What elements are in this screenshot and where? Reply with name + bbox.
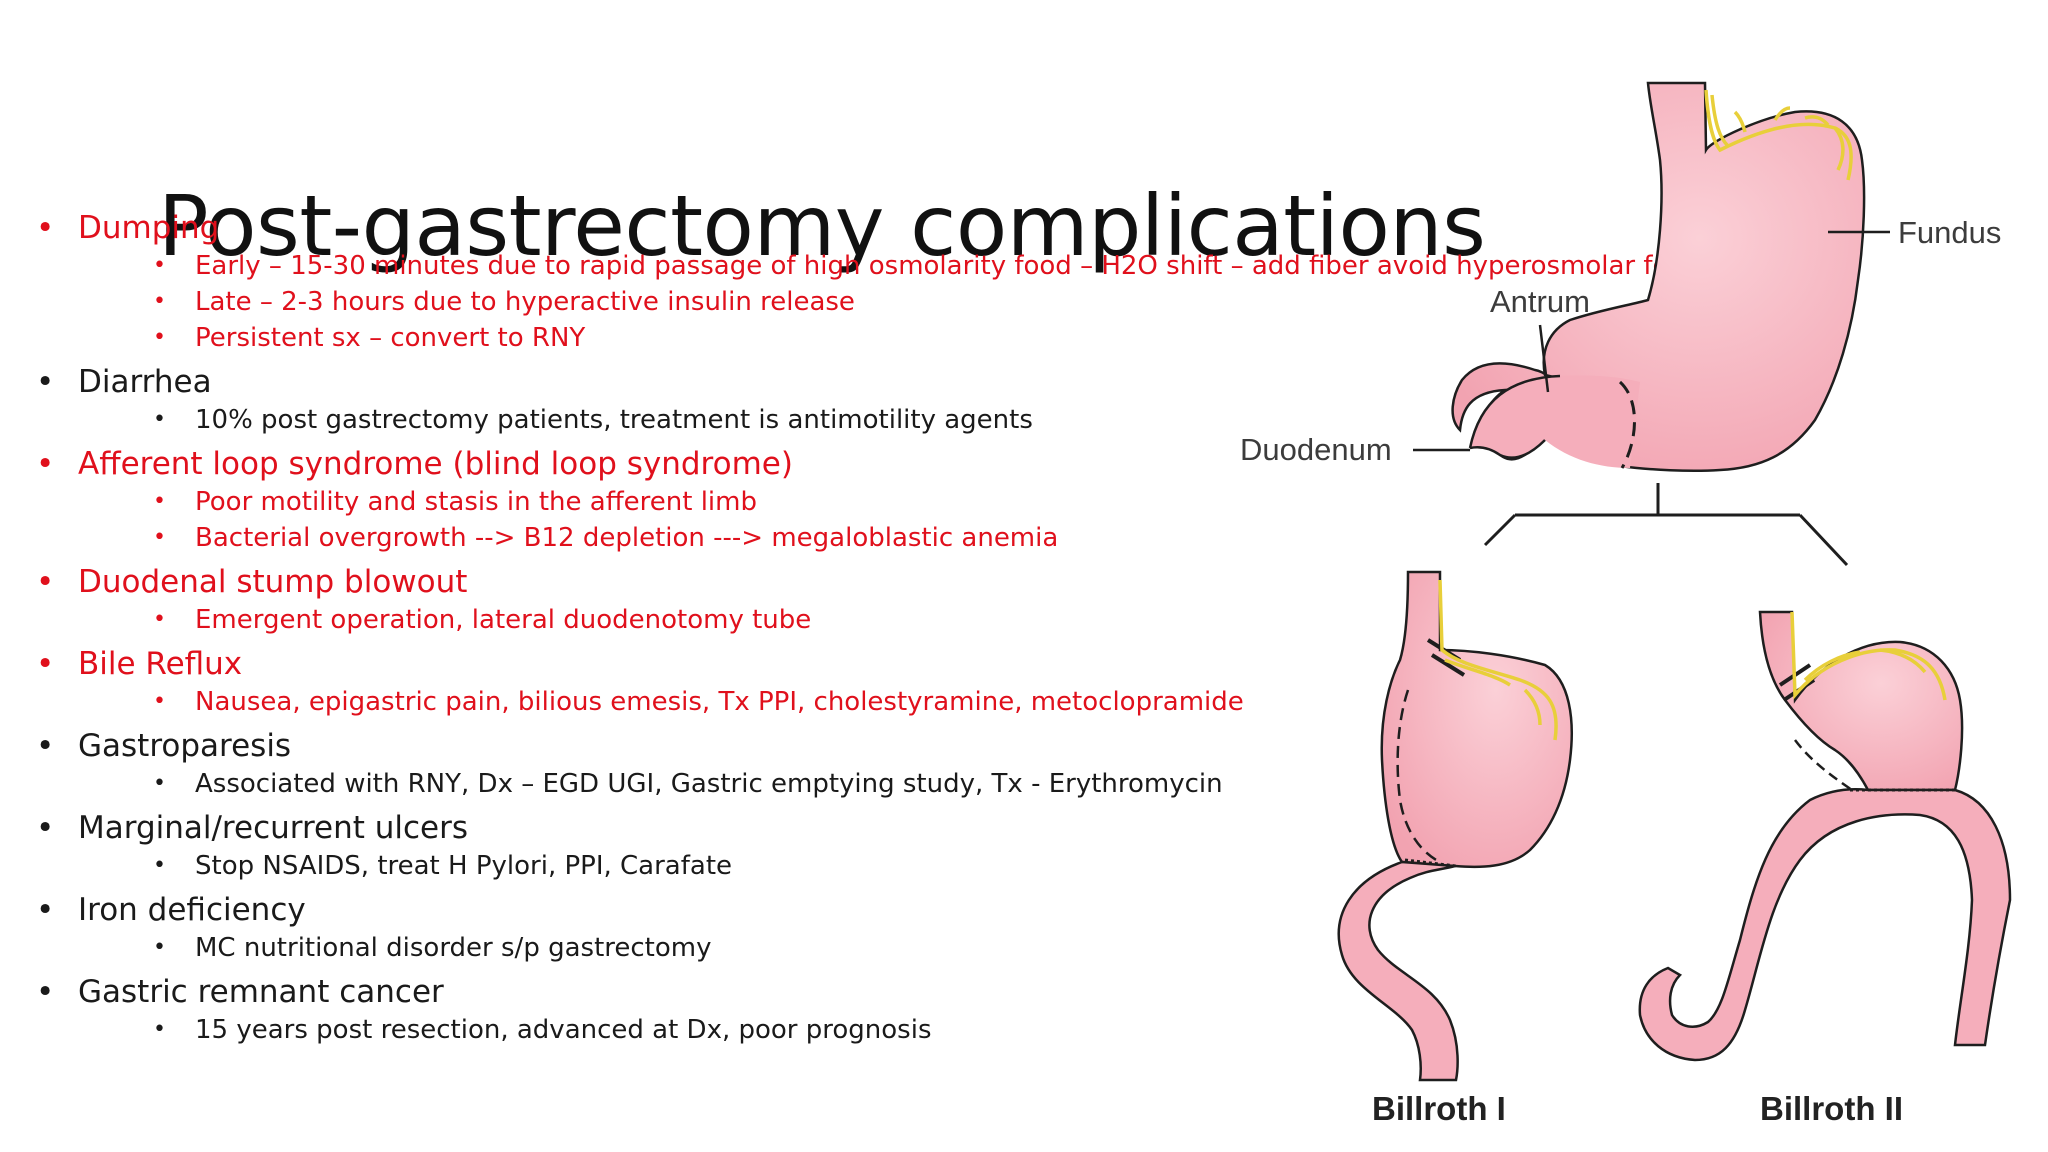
- billroth-1-duodenum: [1337, 860, 1459, 1082]
- sub-bullet-text: Persistent sx – convert to RNY: [195, 323, 586, 353]
- vessel-lines: [1704, 89, 1853, 181]
- sub-bullet-item: • Bacterial overgrowth --> B12 depletion …: [78, 520, 1596, 556]
- billroth-1-stomach: [1380, 570, 1573, 869]
- sub-bullet-item: • MC nutritional disorder s/p gastrectomy: [78, 930, 1596, 966]
- billroth-1-caption: Billroth I: [1372, 1090, 1506, 1127]
- sub-bullet-dot: •: [153, 853, 166, 878]
- bullet-text: Duodenal stump blowout: [78, 564, 468, 600]
- intact-stomach: Fundus Antrum Duodenum: [1240, 81, 2001, 473]
- antrum-label: Antrum: [1490, 284, 1590, 319]
- sub-bullet-dot: •: [153, 689, 166, 714]
- bullet-text: Dumping: [78, 210, 220, 246]
- sub-bullet-list: • 10% post gastrectomy patients, treatmen…: [78, 402, 1596, 438]
- sub-bullet-text: Emergent operation, lateral duodenotomy …: [195, 605, 812, 635]
- antrum-shape: [1470, 375, 1640, 468]
- bullet-item: • Dumping • Early – 15-30 minutes due to ra…: [36, 208, 1714, 356]
- bullet-item: • Iron deficiency • MC nutritional disorder…: [36, 890, 1596, 966]
- sub-bullet-dot: •: [153, 771, 166, 796]
- bullet-text: Iron deficiency: [78, 892, 306, 928]
- pylorus-line: [1618, 380, 1636, 469]
- sub-bullet-text: Late – 2-3 hours due to hyperactive insu…: [195, 287, 855, 317]
- bullet-item: • Marginal/recurrent ulcers • Stop NSAIDS, …: [36, 808, 1596, 884]
- sub-bullet-dot: •: [153, 935, 166, 960]
- fundus-label: Fundus: [1898, 215, 2001, 250]
- sub-bullet-dot: •: [153, 407, 166, 432]
- sub-bullet-item: • Early – 15-30 minutes due to rapid pass…: [78, 248, 1714, 284]
- bullet-item: • Diarrhea • 10% post gastrectomy patients,…: [36, 362, 1596, 438]
- billroth-1-diagram: Billroth I: [1337, 570, 1573, 1127]
- bullet-text: Gastric remnant cancer: [78, 974, 444, 1010]
- sub-bullet-list: • Stop NSAIDS, treat H Pylori, PPI, Caraf…: [78, 848, 1596, 884]
- billroth-2-stomach: [1758, 610, 1964, 792]
- sub-bullet-text: Associated with RNY, Dx – EGD UGI, Gastr…: [195, 769, 1223, 799]
- bullet-item: • Gastroparesis • Associated with RNY, Dx –…: [36, 726, 1596, 802]
- sub-bullet-dot: •: [153, 253, 166, 278]
- sub-bullet-list: • Emergent operation, lateral duodenotomy…: [78, 602, 1596, 638]
- sub-bullet-item: • 10% post gastrectomy patients, treatmen…: [78, 402, 1596, 438]
- sub-bullet-list: • Poor motility and stasis in the afferen…: [78, 484, 1596, 556]
- sub-bullet-text: Early – 15-30 minutes due to rapid passa…: [195, 251, 1715, 281]
- sub-bullet-item: • Persistent sx – convert to RNY: [78, 320, 1596, 356]
- sub-bullet-list: • Early – 15-30 minutes due to rapid pass…: [78, 248, 1714, 356]
- sub-bullet-text: Bacterial overgrowth --> B12 depletion -…: [195, 523, 1059, 553]
- bullet-dot: •: [36, 210, 55, 246]
- branch-bracket: [1483, 483, 1849, 567]
- bullet-text: Gastroparesis: [78, 728, 292, 764]
- sub-bullet-text: 15 years post resection, advanced at Dx,…: [195, 1015, 932, 1045]
- sub-bullet-item: • Stop NSAIDS, treat H Pylori, PPI, Caraf…: [78, 848, 1596, 884]
- sub-bullet-item: • 15 years post resection, advanced at Dx…: [78, 1012, 1596, 1048]
- sub-bullet-text: 10% post gastrectomy patients, treatment…: [195, 405, 1033, 435]
- sub-bullet-list: • MC nutritional disorder s/p gastrectomy: [78, 930, 1596, 966]
- bullet-dot: •: [36, 646, 55, 682]
- sub-bullet-text: Poor motility and stasis in the afferent…: [195, 487, 757, 517]
- bullet-dot: •: [36, 728, 55, 764]
- antrum-leader: [1538, 324, 1550, 393]
- billroth-2-loop: [1638, 788, 2012, 1062]
- sub-bullet-item: • Late – 2-3 hours due to hyperactive ins…: [78, 284, 1596, 320]
- gastrectomy-figure: Fundus Antrum Duodenum Billroth I: [1240, 81, 2012, 1127]
- bullet-text: Marginal/recurrent ulcers: [78, 810, 469, 846]
- bullet-dot: •: [36, 446, 55, 482]
- sub-bullet-dot: •: [153, 1017, 166, 1042]
- bullet-item: • Gastric remnant cancer • 15 years post re…: [36, 972, 1596, 1048]
- bullet-dot: •: [36, 564, 55, 600]
- sub-bullet-dot: •: [153, 525, 166, 550]
- sub-bullet-text: Nausea, epigastric pain, bilious emesis,…: [195, 687, 1244, 717]
- billroth-2-caption: Billroth II: [1760, 1090, 1903, 1127]
- bullet-text: Afferent loop syndrome (blind loop syndr…: [78, 446, 793, 482]
- billroth-2-diagram: Billroth II: [1638, 610, 2012, 1127]
- sub-bullet-item: • Associated with RNY, Dx – EGD UGI, Gast…: [78, 766, 1596, 802]
- sub-bullet-list: • Associated with RNY, Dx – EGD UGI, Gast…: [78, 766, 1596, 802]
- bullet-item: • Bile Reflux • Nausea, epigastric pain, bi…: [36, 644, 1596, 720]
- sub-bullet-text: MC nutritional disorder s/p gastrectomy: [195, 933, 712, 963]
- sub-bullet-list: • Nausea, epigastric pain, bilious emesis…: [78, 684, 1596, 720]
- sub-bullet-dot: •: [153, 607, 166, 632]
- bullet-dot: •: [36, 892, 55, 928]
- bullet-text: Diarrhea: [78, 364, 212, 400]
- sub-bullet-text: Stop NSAIDS, treat H Pylori, PPI, Carafa…: [195, 851, 733, 881]
- bullet-item: • Afferent loop syndrome (blind loop synd…: [36, 444, 1596, 556]
- sub-bullet-list: • 15 years post resection, advanced at Dx…: [78, 1012, 1596, 1048]
- sub-bullet-dot: •: [153, 489, 166, 514]
- duodenum-label: Duodenum: [1240, 432, 1392, 467]
- slide-title: Post-gastrectomy complications: [158, 177, 1486, 276]
- bullet-dot: •: [36, 364, 55, 400]
- bullet-text: Bile Reflux: [78, 646, 243, 682]
- sub-bullet-item: • Nausea, epigastric pain, bilious emesis…: [78, 684, 1596, 720]
- sub-bullet-item: • Poor motility and stasis in the afferen…: [78, 484, 1596, 520]
- bullet-dot: •: [36, 810, 55, 846]
- sub-bullet-dot: •: [153, 325, 166, 350]
- bullet-item: • Duodenal stump blowout • Emergent operati…: [36, 562, 1596, 638]
- bullet-list: • Dumping • Early – 15-30 minutes due to ra…: [36, 208, 1714, 1052]
- sub-bullet-item: • Emergent operation, lateral duodenotomy…: [78, 602, 1596, 638]
- sub-bullet-dot: •: [153, 289, 166, 314]
- bullet-dot: •: [36, 974, 55, 1010]
